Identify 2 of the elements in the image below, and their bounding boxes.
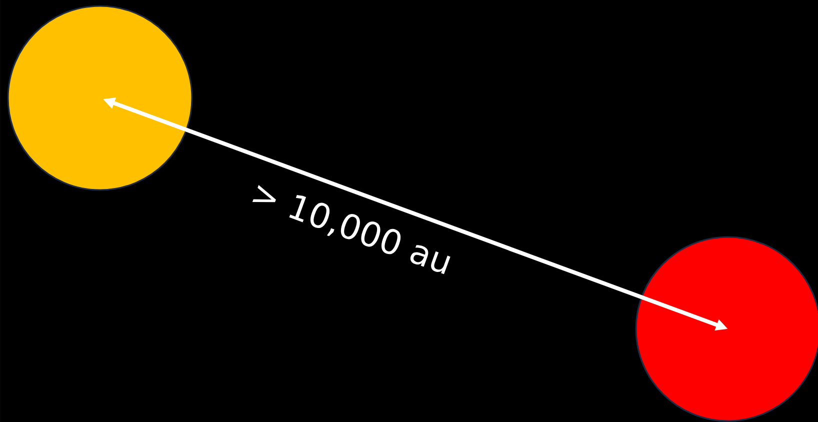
circle-shape xyxy=(7,5,193,191)
circle-shape xyxy=(635,236,818,422)
